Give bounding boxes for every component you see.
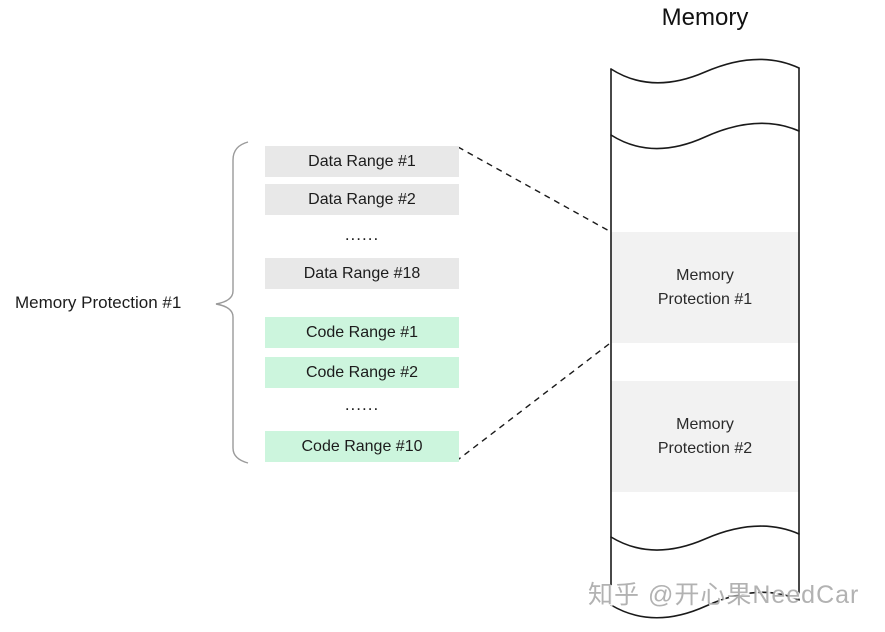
memory-region-protection-1: Memory Protection #1 [611,232,799,343]
code-range-box: Code Range #1 [265,317,459,348]
ellipsis-dots: ...... [344,225,380,244]
memory-region-protection-2: Memory Protection #2 [611,381,799,492]
brace-label: Memory Protection #1 [15,293,182,312]
watermark: 知乎 @开心果NeedCar [588,581,860,609]
data-range-box: Data Range #1 [265,146,459,177]
dashed-connector-top [457,146,612,233]
data-range-box: Data Range #2 [265,184,459,215]
data-range-box: Data Range #18 [265,258,459,289]
code-range-box: Code Range #2 [265,357,459,388]
code-range-box: Code Range #10 [265,431,459,462]
curly-brace [215,141,249,464]
memory-column-title: Memory [661,4,749,31]
dashed-connector-bottom [454,343,610,463]
ellipsis-dots: ...... [344,395,380,414]
